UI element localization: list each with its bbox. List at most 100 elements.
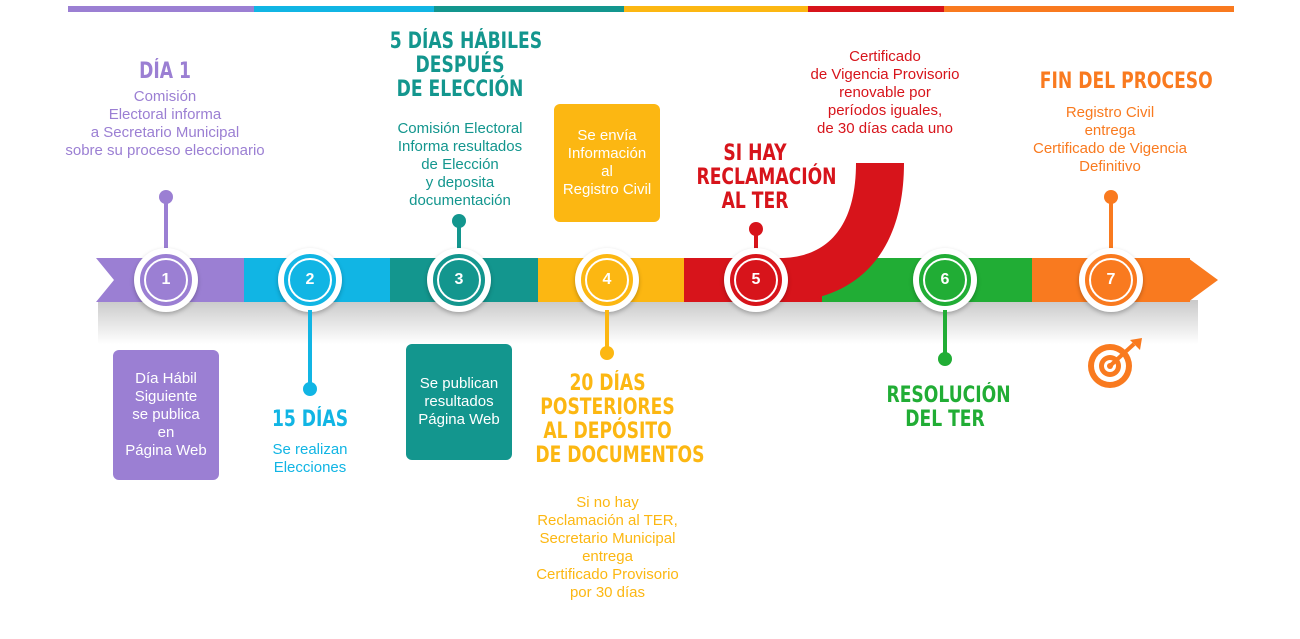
step-4-bottom-line <box>605 310 609 350</box>
step-3-node: 3 <box>427 248 491 312</box>
stripe-teal <box>434 6 624 12</box>
step-4-number: 4 <box>602 271 612 288</box>
step-3-heading: 5 DÍAS HÁBILES DESPUÉS DE ELECCIÓN <box>389 29 543 102</box>
step-4-bottom-dot <box>600 346 614 360</box>
step-2-bottom-dot <box>303 382 317 396</box>
desc-line: Definitivo <box>1079 158 1141 175</box>
heading-line: AL TER <box>721 189 789 214</box>
box-line: Siguiente <box>134 388 198 405</box>
step-3-description: Comisión Electoral Informa resultados de… <box>380 120 540 210</box>
step-3-top-line <box>457 224 461 250</box>
desc-line: Informa resultados <box>397 138 523 155</box>
box-line: Página Web <box>125 442 207 459</box>
desc-line: Certificado Provisorio <box>536 566 679 583</box>
desc-line: de Elección <box>421 156 499 173</box>
heading-line: DE DOCUMENTOS <box>535 443 705 468</box>
step-5-description: Certificado de Vigencia Provisorio renov… <box>790 48 980 138</box>
desc-line: entrega <box>582 548 633 565</box>
stripe-cyan <box>254 6 434 12</box>
stripe-purple <box>68 6 254 12</box>
step-2-node: 2 <box>278 248 342 312</box>
step-2-description: Se realizan Elecciones <box>240 441 380 477</box>
step-2-bottom-line <box>308 310 312 386</box>
desc-line: documentación <box>409 192 511 209</box>
step-4-description: Si no hay Reclamación al TER, Secretario… <box>515 494 700 602</box>
desc-line: Electoral informa <box>108 106 222 123</box>
desc-line: Registro Civil <box>1065 104 1155 121</box>
step-6-bottom-line <box>943 310 947 354</box>
box-line: Día Hábil <box>135 370 197 387</box>
desc-line: Reclamación al TER, <box>537 512 678 529</box>
step-1-description: Comisión Electoral informa a Secretario … <box>40 88 290 160</box>
box-line: Se envía <box>577 127 637 144</box>
step-1-number: 1 <box>161 271 171 288</box>
step-3-number: 3 <box>454 271 464 288</box>
step-4-heading: 20 DÍAS POSTERIORES AL DEPÓSITO DE DOCUM… <box>535 371 705 468</box>
step-7-node: 7 <box>1079 248 1143 312</box>
desc-line: Secretario Municipal <box>539 530 676 547</box>
box-line: se publica <box>132 406 200 423</box>
step-7-top-line <box>1109 200 1113 250</box>
step-5-heading: SI HAY RECLAMACIÓN AL TER <box>696 141 837 214</box>
desc-line: períodos iguales, <box>827 102 943 119</box>
desc-line: sobre su proceso eleccionario <box>65 142 265 159</box>
step-5-top-dot <box>749 222 763 236</box>
desc-line: y deposita <box>425 174 495 191</box>
heading-line: DESPUÉS <box>415 53 505 78</box>
desc-line: por 30 días <box>569 584 646 601</box>
heading-line: DE ELECCIÓN <box>396 77 524 102</box>
box-line: Página Web <box>418 411 500 428</box>
stripe-yellow <box>624 6 808 12</box>
step-4-node: 4 <box>575 248 639 312</box>
desc-line: renovable por <box>839 84 931 101</box>
box-line: en <box>157 424 175 441</box>
step-7-heading: FIN DEL PROCESO <box>1039 69 1213 94</box>
step-4-box: Se envía Información al Registro Civil <box>554 104 660 222</box>
desc-line: entrega <box>1084 122 1136 139</box>
band-shadow <box>98 300 1198 344</box>
box-line: al <box>601 163 613 180</box>
box-line: Registro Civil <box>562 181 652 198</box>
desc-line: Certificado de Vigencia <box>1033 140 1187 157</box>
step-2-number: 2 <box>305 271 315 288</box>
heading-line: 20 DÍAS <box>569 371 646 396</box>
step-1-node: 1 <box>134 248 198 312</box>
desc-line: a Secretario Municipal <box>90 124 240 141</box>
heading-line: RESOLUCIÓN <box>886 383 1011 408</box>
step-6-bottom-dot <box>938 352 952 366</box>
step-6-heading: RESOLUCIÓN DEL TER <box>886 383 1011 432</box>
step-5-number: 5 <box>751 271 761 288</box>
step-1-top-dot <box>159 190 173 204</box>
desc-line: Certificado <box>849 48 921 65</box>
stripe-orange <box>944 6 1234 12</box>
heading-line: 5 DÍAS HÁBILES <box>389 29 543 54</box>
band-arrow-head <box>1188 258 1218 302</box>
target-icon <box>1088 338 1142 388</box>
heading-line: SI HAY <box>723 141 787 166</box>
desc-line: Comisión Electoral <box>397 120 523 137</box>
heading-line: DEL TER <box>905 407 985 432</box>
box-line: resultados <box>424 393 494 410</box>
heading-line: AL DEPÓSITO <box>543 419 672 444</box>
step-1-top-line <box>164 200 168 248</box>
step-5-node: 5 <box>724 248 788 312</box>
desc-line: Comisión <box>133 88 197 105</box>
step-2-heading: 15 DÍAS <box>271 407 349 432</box>
step-6-number: 6 <box>940 271 950 288</box>
box-line: Información <box>567 145 647 162</box>
red-branch-arrow <box>780 163 904 302</box>
step-7-number: 7 <box>1106 271 1116 288</box>
desc-line: Si no hay <box>576 494 639 511</box>
step-7-description: Registro Civil entrega Certificado de Vi… <box>1020 104 1200 176</box>
heading-line: POSTERIORES <box>540 395 675 420</box>
step-1-heading: DÍA 1 <box>139 59 191 84</box>
step-3-box: Se publican resultados Página Web <box>406 344 512 460</box>
step-5-top-line <box>754 232 758 250</box>
band-tail <box>96 258 136 302</box>
heading-line: RECLAMACIÓN <box>696 165 837 190</box>
step-7-top-dot <box>1104 190 1118 204</box>
desc-line: de 30 días cada uno <box>817 120 953 137</box>
step-1-box: Día Hábil Siguiente se publica en Página… <box>113 350 219 480</box>
step-3-top-dot <box>452 214 466 228</box>
desc-line: Elecciones <box>273 459 347 476</box>
